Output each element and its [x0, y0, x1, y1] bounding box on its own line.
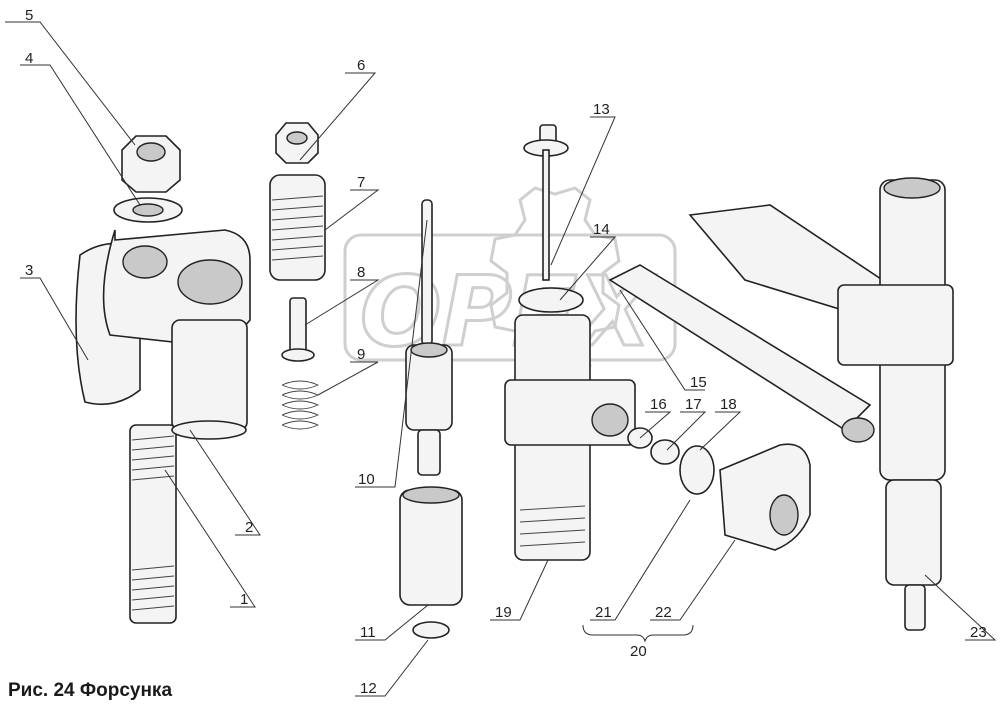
callout-labels: 5 4 3 6 7 8 9 10 13 14 15 16 17 18 19 20… — [25, 7, 987, 697]
callout-5: 5 — [25, 7, 33, 24]
callout-22: 22 — [655, 604, 672, 621]
callout-19: 19 — [495, 604, 512, 621]
part-6-9-spring-stack — [269, 122, 326, 430]
callout-16: 16 — [650, 396, 667, 413]
callout-13: 13 — [593, 101, 610, 118]
callout-10: 10 — [358, 471, 375, 488]
callout-4: 4 — [25, 50, 33, 67]
callout-6: 6 — [357, 57, 365, 74]
callout-20: 20 — [630, 643, 647, 660]
part-10-needle-sprayer — [405, 199, 453, 476]
part-4-5-nut-washer — [113, 135, 183, 223]
part-11-12-nut-seal — [399, 486, 463, 639]
part-23-assembled-injector — [688, 177, 954, 631]
callout-18: 18 — [720, 396, 737, 413]
callout-1: 1 — [240, 591, 248, 608]
leader-lines — [5, 21, 997, 697]
callout-2: 2 — [245, 519, 253, 536]
callout-3: 3 — [25, 262, 33, 279]
callout-7: 7 — [357, 174, 365, 191]
part-1-stud — [129, 424, 177, 624]
callout-8: 8 — [357, 264, 365, 281]
callout-9: 9 — [357, 346, 365, 363]
callout-15: 15 — [690, 374, 707, 391]
part-2-3-bracket — [75, 229, 251, 440]
callout-14: 14 — [593, 221, 610, 238]
part-16-22-fittings — [627, 427, 811, 551]
callout-11: 11 — [360, 624, 376, 641]
part-13-14-19-body — [504, 124, 636, 561]
part-15-pipe — [608, 264, 875, 443]
callout-23: 23 — [970, 624, 987, 641]
callout-21: 21 — [595, 604, 612, 621]
callout-12: 12 — [360, 680, 377, 697]
callout-17: 17 — [685, 396, 702, 413]
figure-caption: Рис. 24 Форсунка — [8, 680, 173, 701]
watermark-text: OPEX — [360, 256, 656, 368]
